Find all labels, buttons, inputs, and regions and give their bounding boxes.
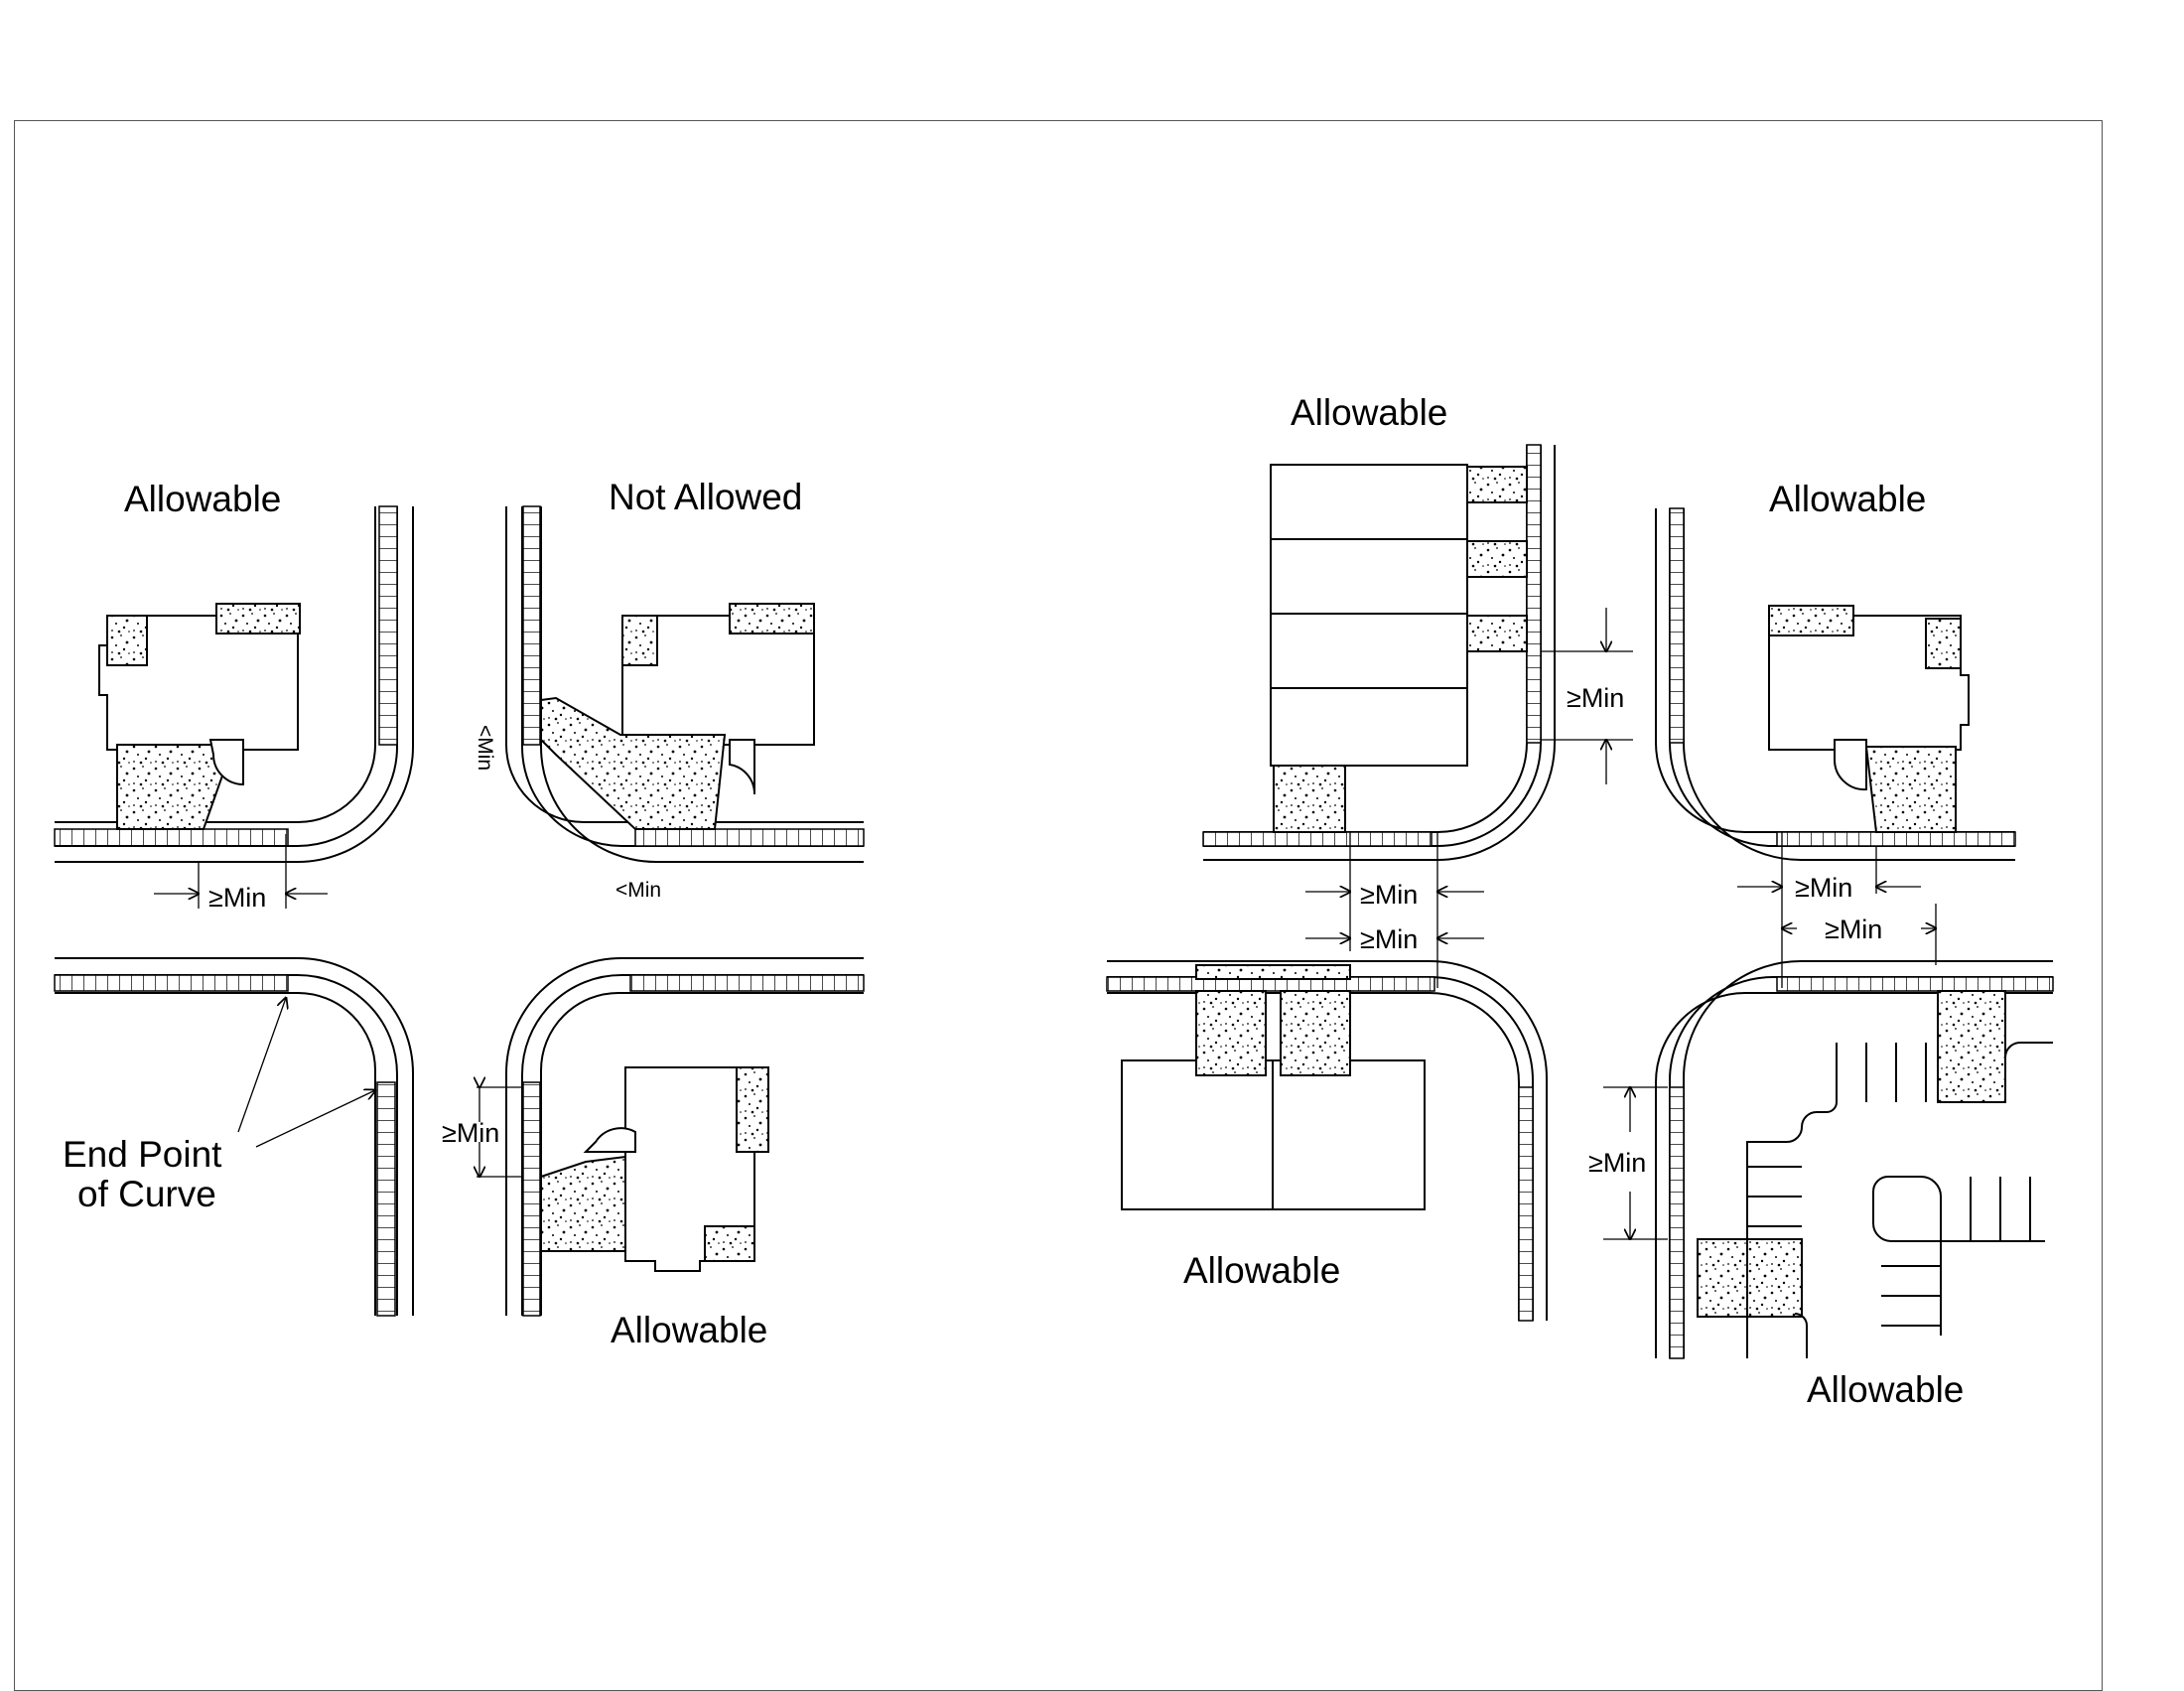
dim-label-lt-min-1: <Min xyxy=(615,879,661,902)
house-allowable-1 xyxy=(98,603,301,830)
sidewalk-bottom-left xyxy=(54,957,414,1317)
sidewalk-right-bottom-right xyxy=(1655,960,2054,1359)
dim-min-right-top-right xyxy=(1737,832,1936,988)
sidewalk-top-left xyxy=(54,505,414,863)
label-allowable-4: Allowable xyxy=(1769,479,1926,519)
label-allowable-3: Allowable xyxy=(1291,392,1447,433)
sidewalk-right-top-right xyxy=(1655,507,2016,861)
dim-label-ge-min-5: ≥Min xyxy=(1567,683,1624,713)
label-allowable-6: Allowable xyxy=(1807,1369,1964,1410)
house-allowable-2 xyxy=(540,1066,769,1272)
townhouses xyxy=(1270,464,1528,833)
dim-min-left-bottom xyxy=(477,1087,521,1177)
house-not-allowed xyxy=(540,603,815,830)
house-allowable-4 xyxy=(1768,605,1970,833)
dim-label-ge-min-2: ≥Min xyxy=(442,1118,499,1148)
dim-label-ge-min-7: ≥Min xyxy=(1825,915,1882,944)
label-end-point-line2: of Curve xyxy=(77,1174,216,1214)
sidewalk-top-right xyxy=(505,505,865,863)
dim-min-left-top xyxy=(154,834,328,909)
label-not-allowed: Not Allowed xyxy=(609,477,802,517)
sidewalk-right-bottom-left xyxy=(1106,960,1548,1322)
dim-label-ge-min-8: ≥Min xyxy=(1588,1148,1646,1178)
dim-label-ge-min-1: ≥Min xyxy=(208,883,266,913)
label-allowable-5: Allowable xyxy=(1183,1250,1340,1291)
duplex xyxy=(1121,964,1426,1210)
label-end-point-line1: End Point xyxy=(63,1134,222,1175)
dim-min-right-vertical-bottom xyxy=(1603,1087,1668,1239)
label-allowable-1: Allowable xyxy=(124,479,281,519)
dim-label-ge-min-3: ≥Min xyxy=(1360,880,1418,910)
dim-min-right-vertical-top xyxy=(1541,608,1633,784)
dim-label-lt-min-2: <Min xyxy=(474,725,496,771)
dim-label-ge-min-6: ≥Min xyxy=(1795,873,1852,903)
label-allowable-2: Allowable xyxy=(611,1310,767,1350)
sidewalk-right-top-left xyxy=(1202,444,1556,861)
parking-lot xyxy=(1697,990,2053,1358)
dim-label-ge-min-4: ≥Min xyxy=(1360,924,1418,954)
end-point-leaders xyxy=(237,998,375,1148)
dim-min-right-center xyxy=(1305,832,1484,988)
